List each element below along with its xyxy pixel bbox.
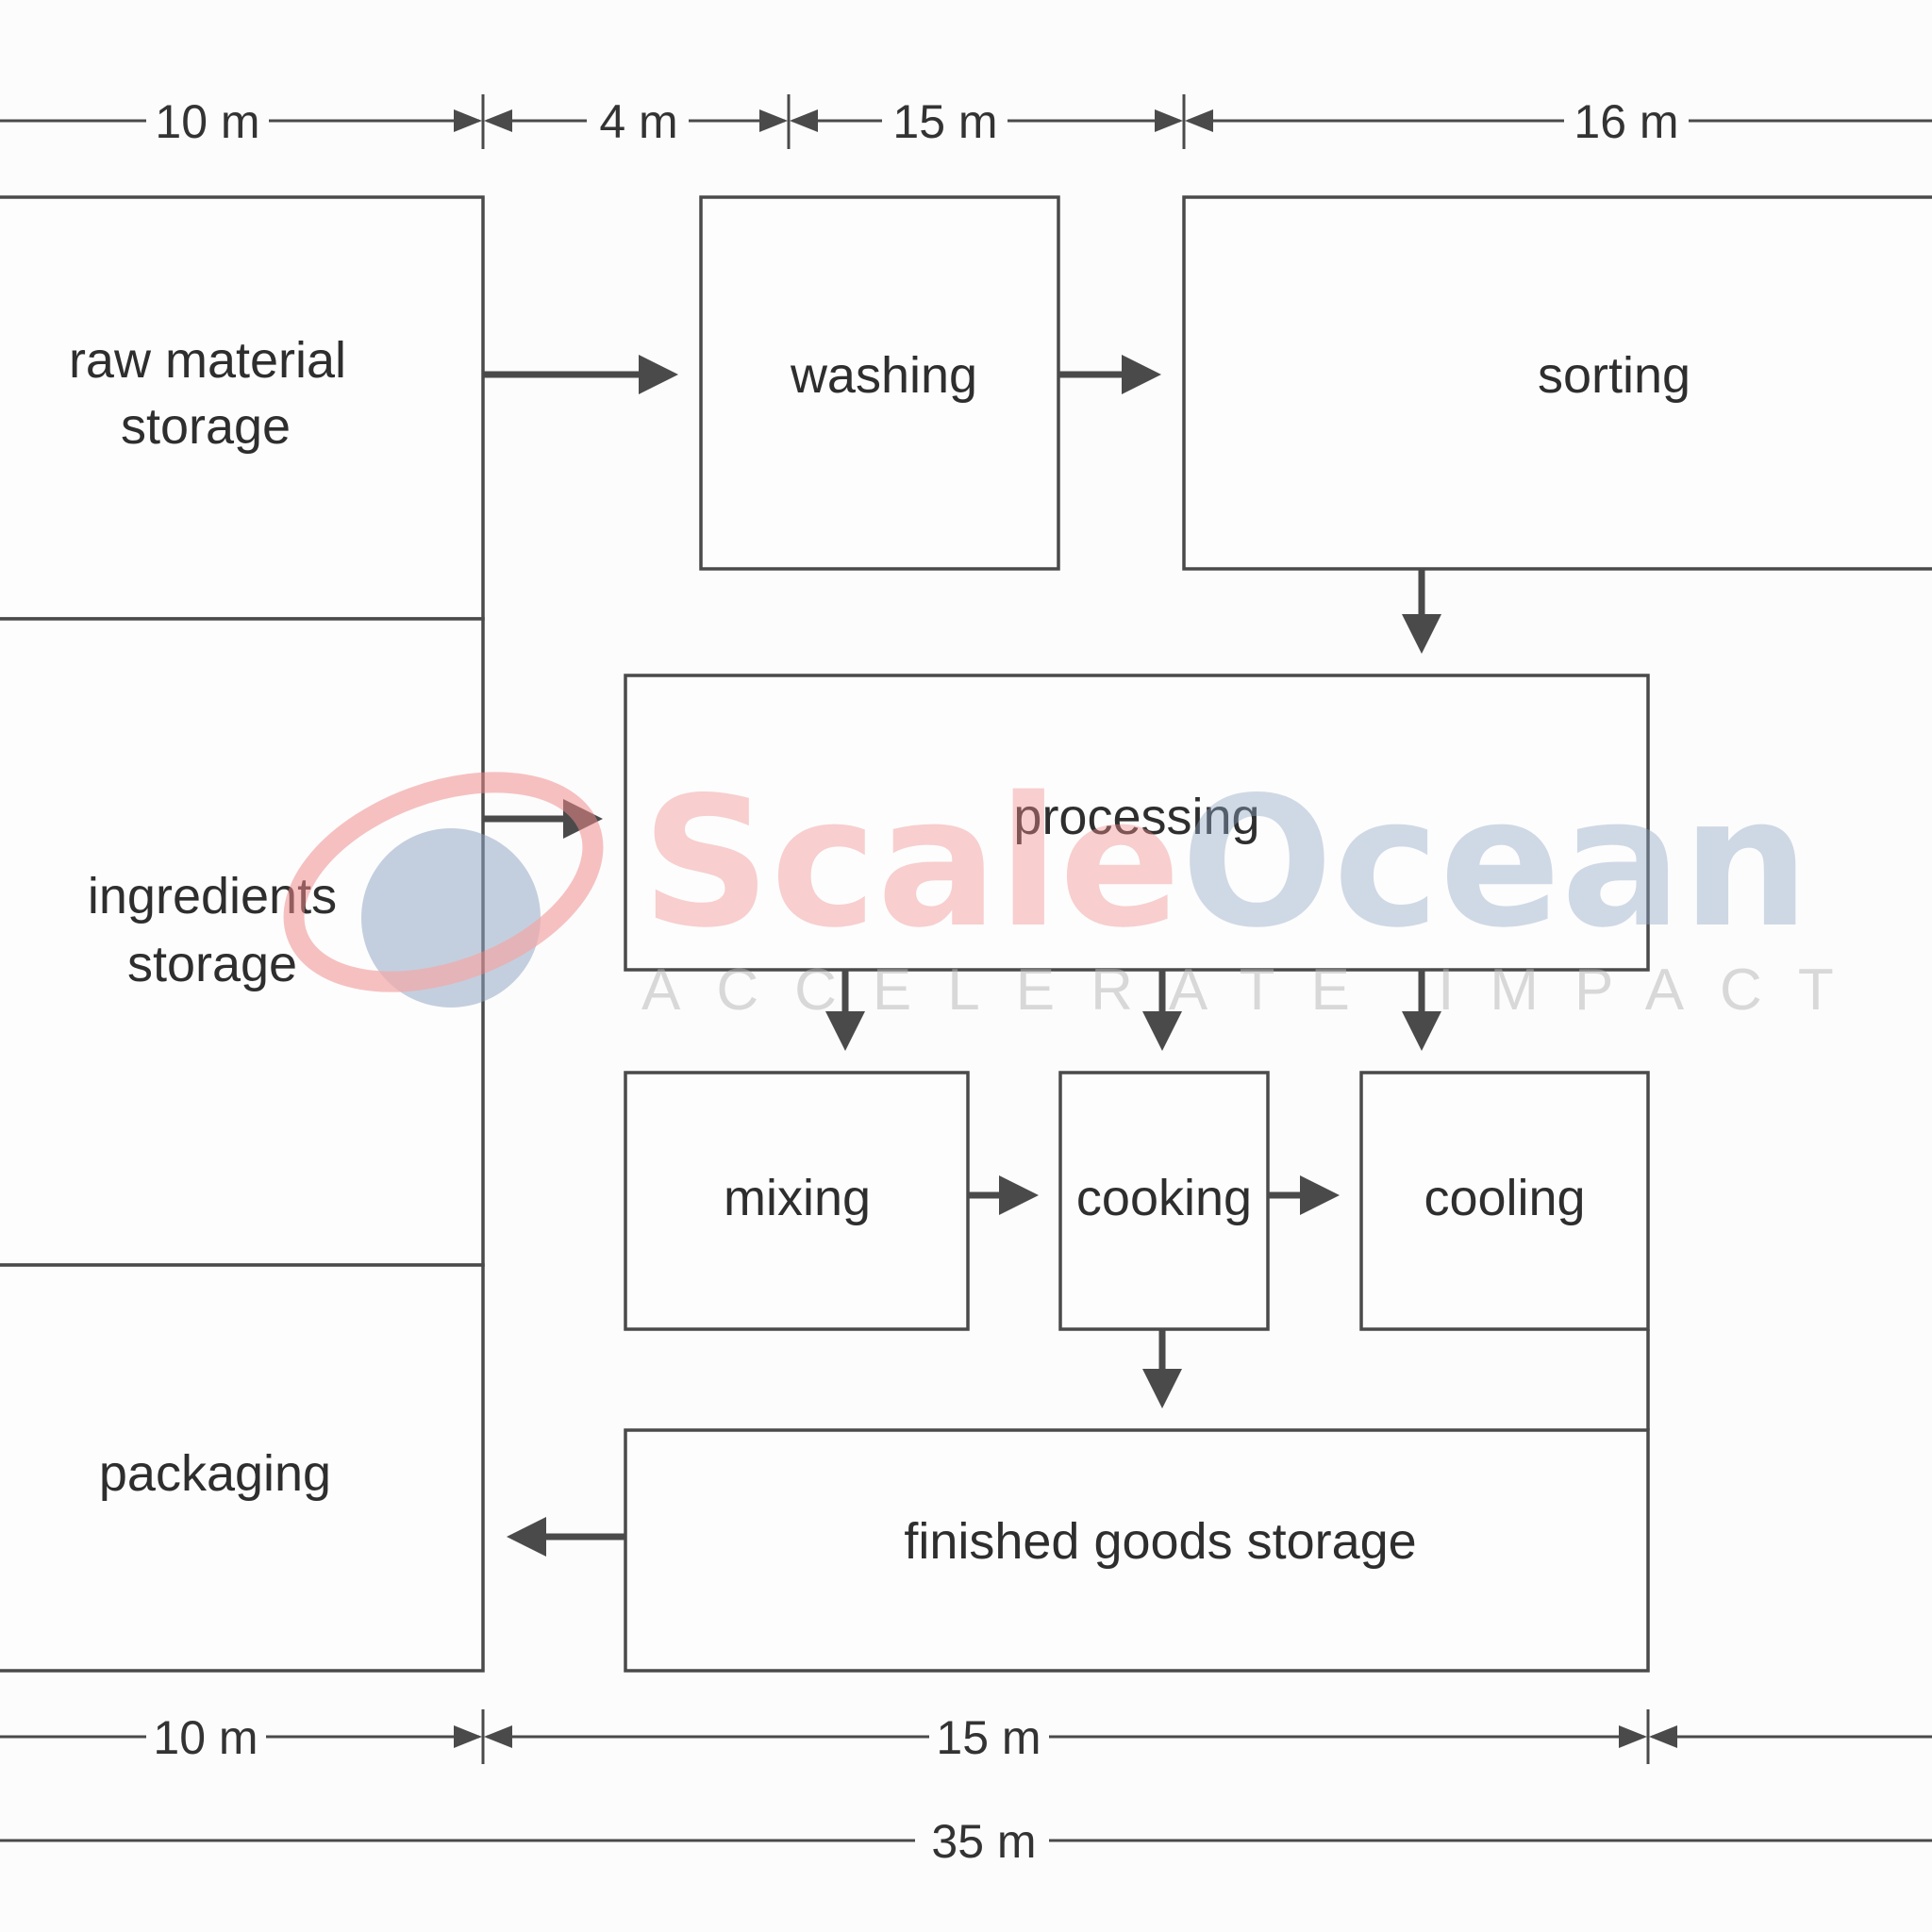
sorting-area [1182, 195, 1932, 571]
dim-total: 35 m [931, 1815, 1036, 1868]
washing-area [699, 195, 1060, 571]
ingredients-label-2: storage [127, 936, 297, 992]
watermark-orbit-icon [283, 772, 604, 992]
dim-bottom-2: 15 m [936, 1711, 1041, 1764]
mixing-label: mixing [724, 1170, 871, 1226]
packaging-area [0, 1263, 485, 1673]
watermark-ocean-text: Ocean [1181, 758, 1809, 967]
scaleocean-watermark: ScaleOcean ACCELERATE IMPACT [283, 758, 1870, 1023]
finished-goods-storage-area [624, 1428, 1650, 1673]
watermark-tagline: ACCELERATE IMPACT [641, 958, 1870, 1023]
top-dimension-line: 10 m 4 m 15 m 16 m [0, 94, 1932, 149]
raw-material-storage-area [0, 195, 485, 621]
dim-top-2: 4 m [599, 95, 677, 148]
svg-text:ScaleOcean: ScaleOcean [641, 758, 1809, 967]
cooking-label: cooking [1076, 1170, 1252, 1226]
mixing-area [624, 1071, 970, 1331]
processing-label: processing [1013, 789, 1259, 845]
dim-bottom-1: 10 m [153, 1711, 258, 1764]
cooling-area [1359, 1071, 1650, 1331]
processing-area [624, 674, 1650, 972]
washing-label: washing [790, 347, 977, 404]
finished-goods-label: finished goods storage [904, 1513, 1416, 1570]
cooling-label: cooling [1424, 1170, 1585, 1226]
raw-material-label-1: raw material [69, 332, 346, 389]
watermark-scale-text: Scale [641, 758, 1181, 967]
cooking-area [1058, 1071, 1270, 1331]
dim-top-3: 15 m [892, 95, 997, 148]
total-dimension-line: 35 m [0, 1815, 1932, 1868]
raw-material-label-2: storage [121, 398, 291, 455]
packaging-label: packaging [99, 1445, 331, 1502]
dim-top-1: 10 m [155, 95, 259, 148]
sorting-label: sorting [1538, 347, 1690, 404]
bottom-dimension-line: 10 m 15 m [0, 1709, 1932, 1764]
dim-top-4: 16 m [1574, 95, 1678, 148]
